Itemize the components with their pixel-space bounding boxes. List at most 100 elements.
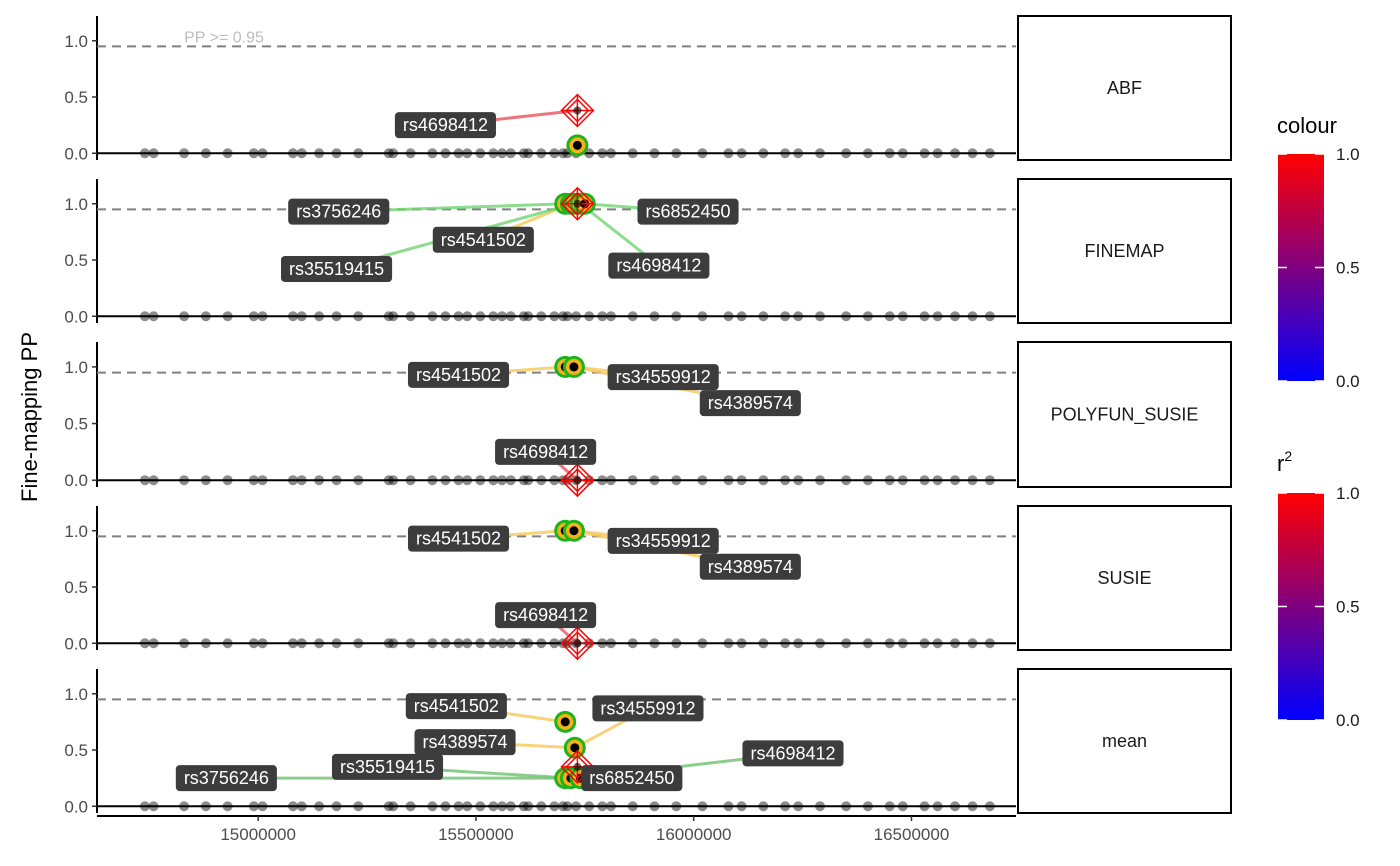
snp-point: [383, 475, 394, 486]
snp-point: [518, 148, 529, 159]
snp-point: [793, 801, 804, 812]
snp-point: [139, 801, 150, 812]
y-tick-label: 0.5: [64, 578, 88, 597]
snp-point: [296, 638, 307, 649]
snp-point: [314, 801, 325, 812]
snp-point: [549, 475, 560, 486]
snp-point: [649, 311, 660, 322]
snp-label-box: [407, 525, 510, 552]
snp-point: [723, 801, 734, 812]
x-tick-label: 15000000: [220, 825, 296, 844]
snp-point: [984, 148, 995, 159]
snp-label-box: [407, 361, 510, 388]
snp-point: [815, 801, 826, 812]
snp-label-text: rs4698412: [503, 605, 588, 625]
snp-point: [314, 638, 325, 649]
snp-point: [488, 148, 499, 159]
snp-point: [331, 801, 342, 812]
snp-point: [897, 801, 908, 812]
snp-point: [353, 638, 364, 649]
snp-point: [736, 638, 747, 649]
snp-point: [353, 475, 364, 486]
snp-point: [462, 801, 473, 812]
snp-point: [440, 311, 451, 322]
snp-point: [248, 475, 259, 486]
snp-point: [287, 801, 298, 812]
facet-strip: [1017, 15, 1232, 161]
snp-point: [919, 148, 930, 159]
snp-label-text: rs4541502: [416, 529, 501, 549]
snp-point: [605, 475, 616, 486]
snp-point: [518, 801, 529, 812]
snp-label-text: rs34559912: [616, 367, 711, 387]
snp-point: [296, 801, 307, 812]
snp-point: [780, 311, 791, 322]
snp-point: [862, 475, 873, 486]
snp-point: [736, 148, 747, 159]
snp-point: [697, 148, 708, 159]
legend-tick-label: 0.0: [1336, 711, 1360, 730]
snp-point: [884, 148, 895, 159]
snp-point: [505, 148, 516, 159]
snp-point: [475, 311, 486, 322]
snp-point: [736, 311, 747, 322]
snp-label-text: rs3756246: [184, 768, 269, 788]
snp-point: [597, 148, 608, 159]
snp-label-text: rs4541502: [416, 365, 501, 385]
snp-point: [148, 148, 159, 159]
snp-point: [862, 801, 873, 812]
snp-point: [897, 475, 908, 486]
snp-label: rs4541502: [405, 693, 507, 720]
snp-label: rs35519415: [331, 753, 444, 780]
snp-point: [462, 638, 473, 649]
snp-point: [200, 801, 211, 812]
snp-point: [200, 311, 211, 322]
snp-point: [139, 638, 150, 649]
snp-point: [523, 638, 534, 649]
snp-point: [523, 311, 534, 322]
y-tick-label: 1.0: [64, 522, 88, 541]
snp-point: [862, 638, 873, 649]
snp-point: [248, 311, 259, 322]
snp-point: [919, 638, 930, 649]
snp-point: [518, 475, 529, 486]
snp-point: [222, 148, 233, 159]
snp-label: rs34559912: [607, 364, 719, 391]
snp-point: [597, 475, 608, 486]
y-tick-label: 1.0: [64, 358, 88, 377]
snp-point: [780, 475, 791, 486]
snp-point: [257, 638, 268, 649]
snp-point: [841, 475, 852, 486]
snp-point: [353, 148, 364, 159]
snp-point: [697, 801, 708, 812]
snp-label-text: rs4698412: [403, 115, 488, 135]
snp-label-text: rs34559912: [616, 531, 711, 551]
snp-point: [597, 638, 608, 649]
snp-point: [405, 311, 416, 322]
snp-point: [139, 311, 150, 322]
snp-point: [179, 801, 190, 812]
snp-point: [427, 475, 438, 486]
snp-label-text: rs35519415: [289, 259, 384, 279]
snp-label-box: [331, 753, 444, 780]
snp-point: [884, 638, 895, 649]
snp-label: rs4389574: [699, 553, 801, 580]
credible-center: [560, 717, 570, 727]
snp-point: [353, 311, 364, 322]
snp-point: [314, 475, 325, 486]
snp-point: [179, 475, 190, 486]
lead-center: [573, 199, 582, 208]
credible-center: [569, 526, 579, 536]
snp-point: [549, 311, 560, 322]
snp-point: [440, 638, 451, 649]
facet-strip: [1017, 668, 1232, 814]
legend-title-sup: 2: [1284, 448, 1292, 464]
snp-point: [932, 801, 943, 812]
snp-point: [605, 148, 616, 159]
snp-point: [497, 311, 508, 322]
snp-point: [287, 475, 298, 486]
snp-point: [257, 148, 268, 159]
snp-label-box: [608, 252, 710, 279]
